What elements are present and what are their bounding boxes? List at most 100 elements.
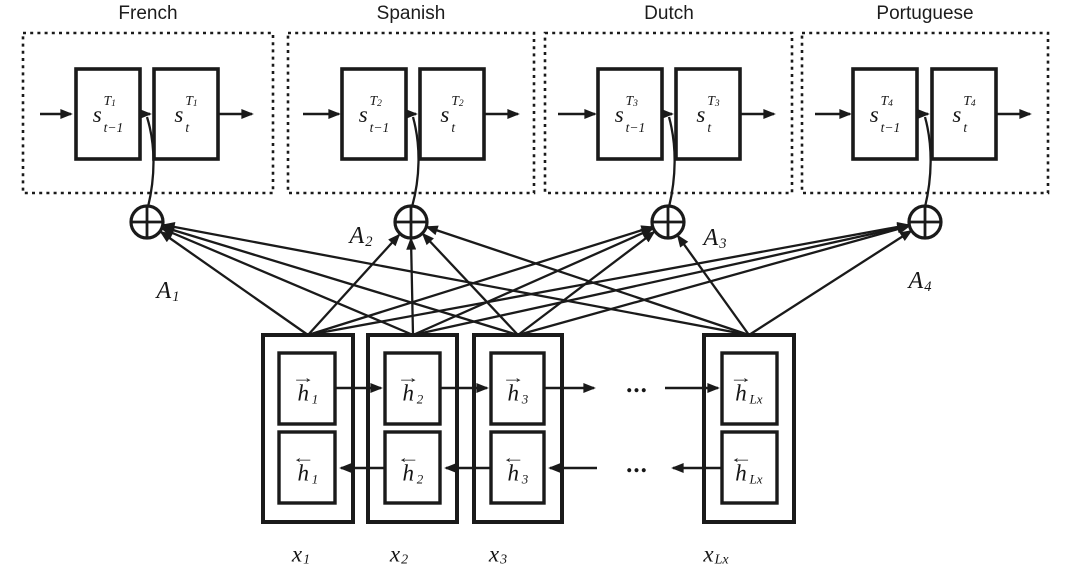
fan-line-h3-a1: [161, 225, 519, 337]
encoder-block-2: [366, 333, 459, 524]
decoder-dashed-box: [800, 31, 1050, 195]
vector-accent: ←h: [501, 451, 525, 486]
math-base: x: [703, 541, 714, 567]
decoder-title-dutch: Dutch: [644, 3, 694, 24]
superscript-index: 3: [714, 99, 720, 109]
context-curve-3: [667, 116, 676, 208]
right-arrow-icon: →: [501, 370, 526, 387]
math-base: A: [703, 225, 719, 251]
backward-ellipsis: ...: [626, 451, 648, 478]
decoder-dashed-box: [543, 31, 794, 195]
fan-line-h2-a3: [412, 227, 654, 337]
subscript: t−1: [369, 119, 390, 135]
subscript: Lx: [749, 471, 763, 487]
superscript: T: [707, 93, 715, 108]
math-base: h: [507, 460, 520, 486]
forward-hidden-box: [720, 351, 779, 426]
subscript: t: [963, 119, 968, 135]
subscript: 2: [416, 471, 424, 487]
context-curves: [145, 116, 932, 208]
math-base: h: [735, 460, 747, 486]
attention-node-4: [907, 204, 943, 240]
decoder-dashed-box: [286, 31, 536, 195]
right-arrow-icon: →: [729, 370, 753, 387]
math-base: s: [440, 101, 450, 127]
superscript-index: 3: [633, 99, 638, 109]
fan-line-hLx-a4: [748, 229, 913, 336]
vector-accent: →h: [291, 371, 315, 406]
decoder-title-french: French: [118, 3, 178, 24]
decoder-dutch: [543, 31, 794, 195]
backward-hidden-box: [277, 430, 337, 505]
subscript: 1: [172, 288, 180, 305]
subscript: t: [451, 119, 456, 135]
fan-line-h1-a3: [307, 225, 654, 337]
superscript-index: 4: [888, 99, 893, 109]
superscript: T: [963, 93, 971, 108]
math-base: s: [92, 101, 102, 127]
subscript: 2: [416, 391, 424, 407]
subscript: 3: [719, 235, 727, 252]
encoder-block-3: [472, 333, 564, 524]
superscript: T: [103, 93, 112, 108]
left-arrow-icon: ←: [291, 450, 316, 467]
vector-accent: ←h: [291, 451, 315, 485]
fan-line-h2-a1: [161, 227, 414, 337]
fan-line-h2-a2: [406, 237, 417, 336]
math-base: h: [402, 380, 415, 406]
superscript: T: [880, 93, 889, 108]
superscript-index: 4: [970, 99, 976, 109]
decoder-french: [21, 31, 275, 195]
attention-node-1: [129, 204, 165, 240]
subscript: t−1: [103, 119, 124, 135]
math-base: s: [174, 101, 184, 127]
math-base: h: [507, 380, 520, 406]
context-curve-4: [923, 116, 932, 208]
subscript: Lx: [714, 552, 729, 567]
subscript: t: [707, 119, 712, 135]
subscript: t−1: [625, 119, 646, 135]
math-base: x: [488, 541, 500, 567]
vector-accent: ←h: [396, 451, 420, 485]
encoder-outer-box: [366, 333, 459, 524]
math-base: h: [735, 380, 747, 406]
math-base: x: [291, 541, 303, 567]
right-arrow-icon: →: [396, 370, 421, 387]
superscript: T: [185, 93, 193, 108]
fan-line-h1-a2: [307, 233, 401, 336]
forward-ellipsis: ...: [626, 371, 648, 398]
subscript: t: [185, 119, 190, 135]
superscript: T: [451, 93, 459, 108]
left-arrow-icon: ←: [729, 450, 753, 467]
subscript: Lx: [749, 391, 763, 407]
subscript: 1: [311, 471, 319, 487]
math-base: h: [297, 380, 310, 406]
left-arrow-icon: ←: [501, 450, 526, 467]
fan-line-h1-a4: [307, 221, 910, 337]
